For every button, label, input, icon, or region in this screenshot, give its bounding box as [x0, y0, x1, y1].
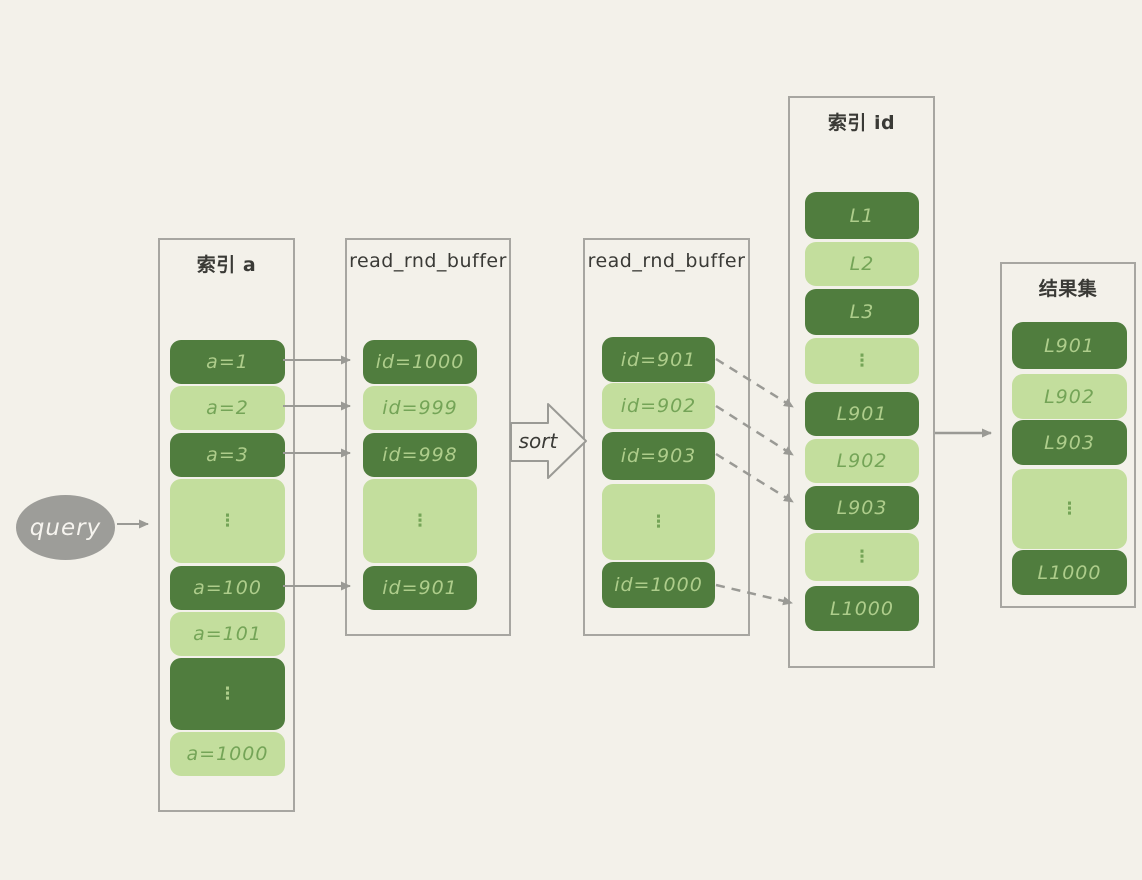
- sort-arrow: sort: [510, 403, 587, 479]
- cell-label: a=1000: [186, 743, 269, 765]
- cell-label: ⋮: [219, 684, 236, 704]
- read-rnd-buffer-1-box: read_rnd_buffer id=1000 id=999 id=998 ⋮ id=9…: [345, 238, 511, 636]
- cell-label: L903: [1044, 431, 1095, 454]
- read-rnd-buffer-2-box: read_rnd_buffer id=901 id=902 id=903 ⋮ id=10…: [583, 238, 750, 636]
- cell-label: id=1000: [614, 574, 703, 596]
- record-cell: id=1000: [363, 340, 477, 384]
- read-rnd-buffer-2-title: read_rnd_buffer: [587, 250, 746, 272]
- record-cell: id=901: [363, 566, 477, 610]
- record-cell: a=1000: [170, 732, 285, 776]
- ellipsis-cell: ⋮: [1012, 469, 1127, 549]
- ellipsis-cell: ⋮: [170, 658, 285, 730]
- cell-label: ⋮: [219, 511, 236, 531]
- record-cell: a=3: [170, 433, 285, 477]
- record-cell: L903: [805, 486, 919, 530]
- cell-label: a=1: [206, 351, 249, 373]
- record-cell: L1000: [805, 586, 919, 631]
- cell-label: id=999: [382, 397, 458, 419]
- record-cell: L1: [805, 192, 919, 239]
- record-cell: id=998: [363, 433, 477, 477]
- result-set-title: 结果集: [1038, 278, 1098, 300]
- cell-label: a=2: [206, 397, 249, 419]
- record-cell: id=1000: [602, 562, 715, 608]
- ellipsis-cell: ⋮: [805, 338, 919, 384]
- cell-label: ⋮: [853, 351, 871, 371]
- record-cell: L901: [1012, 322, 1127, 369]
- cell-label: id=901: [382, 577, 458, 599]
- cell-label: L2: [849, 253, 875, 275]
- cell-label: a=100: [193, 577, 262, 599]
- cell-label: L1000: [830, 597, 894, 620]
- cell-label: L903: [836, 497, 888, 519]
- record-cell: a=1: [170, 340, 285, 384]
- cell-label: L902: [1044, 385, 1095, 408]
- record-cell: L3: [805, 289, 919, 335]
- record-cell: id=901: [602, 337, 715, 382]
- cell-label: ⋮: [1061, 499, 1078, 519]
- cell-label: id=1000: [375, 351, 465, 373]
- record-cell: id=903: [602, 432, 715, 480]
- cell-label: L1000: [1037, 561, 1102, 584]
- ellipsis-cell: ⋮: [805, 533, 919, 581]
- cell-label: a=101: [193, 623, 262, 645]
- cell-label: ⋮: [650, 512, 667, 532]
- record-cell: L1000: [1012, 550, 1127, 595]
- record-cell: id=902: [602, 383, 715, 429]
- record-cell: a=2: [170, 386, 285, 430]
- cell-label: a=3: [206, 444, 249, 466]
- cell-label: id=903: [620, 445, 697, 467]
- index-a-box: 索引 a a=1 a=2 a=3 ⋮ a=100 a=101 ⋮ a=1000: [158, 238, 295, 812]
- ellipsis-cell: ⋮: [602, 484, 715, 560]
- cell-label: L902: [836, 450, 888, 472]
- record-cell: L2: [805, 242, 919, 286]
- cell-label: L901: [836, 403, 888, 425]
- sort-label: sort: [519, 429, 559, 453]
- cell-label: id=998: [382, 444, 458, 466]
- cell-label: id=902: [620, 395, 697, 417]
- cell-label: ⋮: [853, 547, 871, 567]
- cell-label: L901: [1044, 334, 1095, 357]
- query-node: query: [16, 495, 115, 560]
- record-cell: L901: [805, 392, 919, 436]
- cell-label: L1: [849, 204, 875, 227]
- record-cell: L902: [805, 439, 919, 483]
- record-cell: id=999: [363, 386, 477, 430]
- record-cell: L902: [1012, 374, 1127, 419]
- cell-label: ⋮: [411, 511, 429, 531]
- record-cell: L903: [1012, 420, 1127, 465]
- record-cell: a=100: [170, 566, 285, 610]
- cell-label: id=901: [620, 348, 697, 371]
- cell-label: L3: [849, 301, 875, 323]
- ellipsis-cell: ⋮: [363, 479, 477, 563]
- ellipsis-cell: ⋮: [170, 479, 285, 563]
- record-cell: a=101: [170, 612, 285, 656]
- read-rnd-buffer-1-title: read_rnd_buffer: [349, 250, 507, 272]
- sort-arrow-shape: [510, 403, 587, 479]
- query-label: query: [29, 514, 102, 541]
- index-id-title: 索引 id: [827, 112, 896, 134]
- index-a-title: 索引 a: [196, 254, 257, 276]
